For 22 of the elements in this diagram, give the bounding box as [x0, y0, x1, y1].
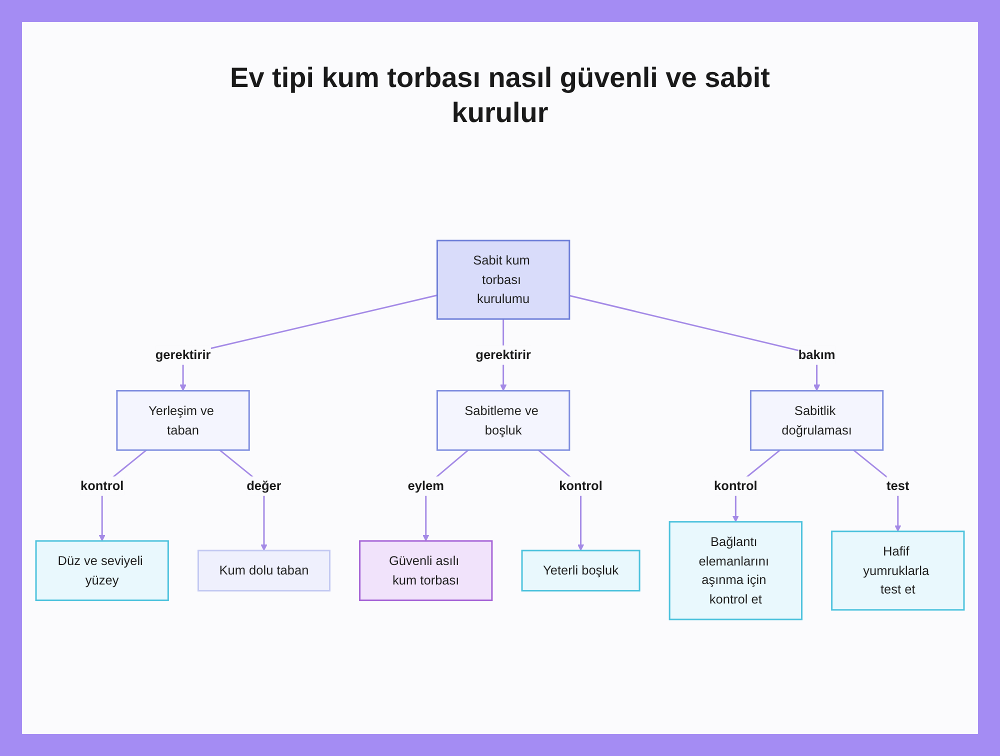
arrow [853, 450, 902, 532]
edge-label: bakım [798, 348, 836, 362]
edge-label: gerektirir [476, 348, 531, 362]
edge-label: kontrol [559, 478, 602, 493]
edge-label: kontrol [80, 478, 124, 493]
edge-label: kontrol [714, 478, 758, 493]
node-box: Sabit kum torbası kurulumu [436, 240, 570, 320]
arrow [569, 294, 820, 392]
edge-label: gerektirir [155, 348, 211, 362]
edge-label: eylem [408, 478, 444, 493]
node-box: Bağlantı elemanlarını aşınma için kontrol et [668, 521, 803, 620]
node-box: Güvenli asılı kum torbası [359, 540, 493, 602]
node-box: Kum dolu taban [197, 550, 330, 592]
edge-label: değer [246, 478, 282, 493]
node-box: Sabitlik doğrulaması [750, 390, 884, 451]
edge-label: test [886, 478, 910, 493]
node-box: Düz ve seviyeli yüzey [35, 540, 169, 602]
node-box: Yeterli boşluk [521, 550, 640, 592]
node-box: Hafif yumruklarla test et [831, 530, 965, 611]
node-box: Sabitleme ve boşluk [436, 390, 570, 451]
node-box: Yerleşim ve taban [116, 390, 250, 451]
diagram-title: Ev tipi kum torbası nasıl güvenli ve sabit kurulur [229, 61, 771, 130]
